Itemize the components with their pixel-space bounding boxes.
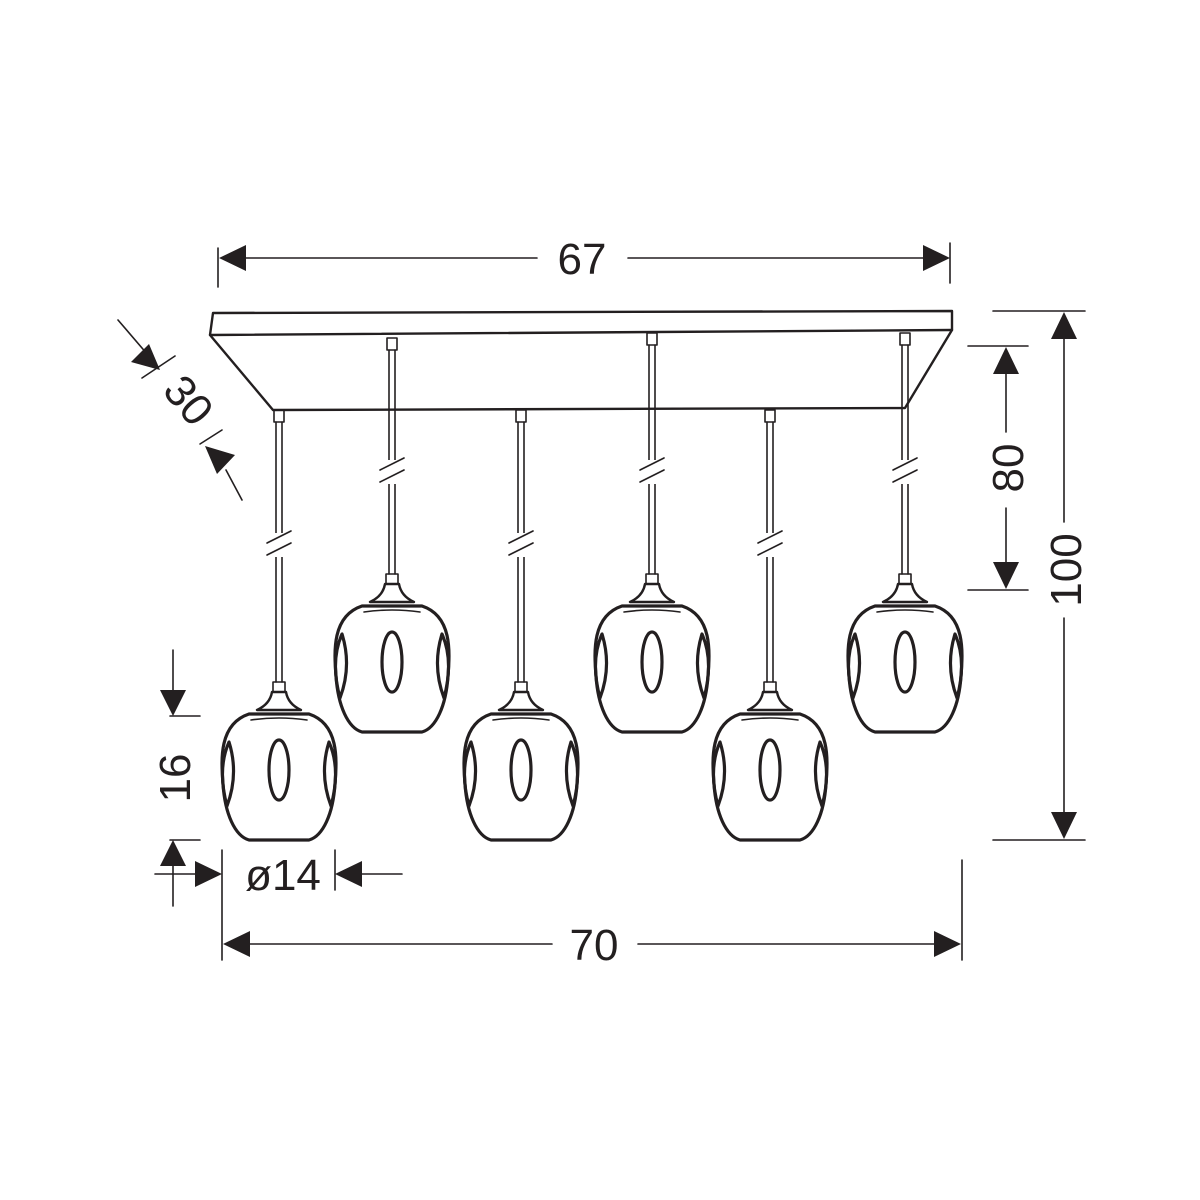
pendant-lamp: [220, 409, 338, 842]
shade-side-dimple: [695, 632, 711, 700]
cable-break-mark: [757, 530, 783, 557]
shade-dimple: [640, 630, 664, 694]
shade-side-dimple: [435, 632, 451, 700]
glass-shade: [220, 712, 338, 842]
cable-clamp: [764, 409, 776, 423]
lamp-holder: [881, 582, 929, 604]
shade-height-label: 16: [151, 754, 200, 803]
lamp-holder: [746, 690, 794, 712]
dimension-shade-height: 16: [151, 649, 201, 907]
shade-dimple: [509, 738, 533, 802]
shade-side-dimple: [593, 632, 609, 700]
dimension-canopy-depth: 30: [117, 319, 243, 501]
shade-dimple: [267, 738, 291, 802]
shade-side-dimple: [813, 740, 829, 808]
dimension-canopy-length: 67: [217, 235, 951, 288]
shade-side-dimple: [333, 632, 349, 700]
canopy-depth-label: 30: [154, 366, 223, 435]
socket: [514, 681, 528, 693]
lamp-holder: [255, 690, 303, 712]
pendant-lamp: [333, 337, 451, 734]
cable-clamp: [386, 337, 398, 351]
glass-shade: [462, 712, 580, 842]
dimension-total-width: 70: [223, 859, 963, 970]
shade-side-dimple: [948, 632, 964, 700]
pendant-lamps: [220, 332, 964, 842]
cable: [901, 344, 909, 575]
socket: [272, 681, 286, 693]
cable-clamp: [899, 332, 911, 346]
cable-break-mark: [266, 530, 292, 557]
glass-shade: [333, 604, 451, 734]
canopy-length-label: 67: [558, 235, 607, 284]
pendant-lamp: [462, 409, 580, 842]
glass-shade: [593, 604, 711, 734]
glass-shade: [846, 604, 964, 734]
shade-side-dimple: [322, 740, 338, 808]
dimension-shade-diameter: ø14: [154, 849, 403, 961]
shade-diameter-label: ø14: [245, 851, 321, 900]
lamp-holder: [628, 582, 676, 604]
socket: [385, 573, 399, 585]
shade-dimple: [380, 630, 404, 694]
cable: [648, 344, 656, 575]
socket: [763, 681, 777, 693]
cable-clamp: [273, 409, 285, 423]
total-height-label: 100: [1042, 533, 1091, 606]
canopy: [208, 309, 954, 412]
dimension-total-height: 100: [992, 310, 1091, 841]
dimension-cable-length: 80: [967, 345, 1033, 591]
cable-break-mark: [892, 457, 918, 484]
cable-break-mark: [508, 530, 534, 557]
pendant-lamp: [846, 332, 964, 734]
shade-side-dimple: [220, 740, 236, 808]
pendant-lamp: [711, 409, 829, 842]
socket: [645, 573, 659, 585]
glass-shade: [711, 712, 829, 842]
total-width-label: 70: [570, 921, 619, 970]
socket: [898, 573, 912, 585]
cable-length-label: 80: [984, 444, 1033, 493]
shade-side-dimple: [711, 740, 727, 808]
lamp-holder: [497, 690, 545, 712]
shade-side-dimple: [462, 740, 478, 808]
lamp-holder: [368, 582, 416, 604]
cable-clamp: [646, 332, 658, 346]
shade-dimple: [758, 738, 782, 802]
cable-break-mark: [639, 457, 665, 484]
shade-side-dimple: [846, 632, 862, 700]
cable-break-mark: [379, 457, 405, 484]
shade-side-dimple: [564, 740, 580, 808]
pendant-lamp: [593, 332, 711, 734]
cable-clamp: [515, 409, 527, 423]
shade-dimple: [893, 630, 917, 694]
